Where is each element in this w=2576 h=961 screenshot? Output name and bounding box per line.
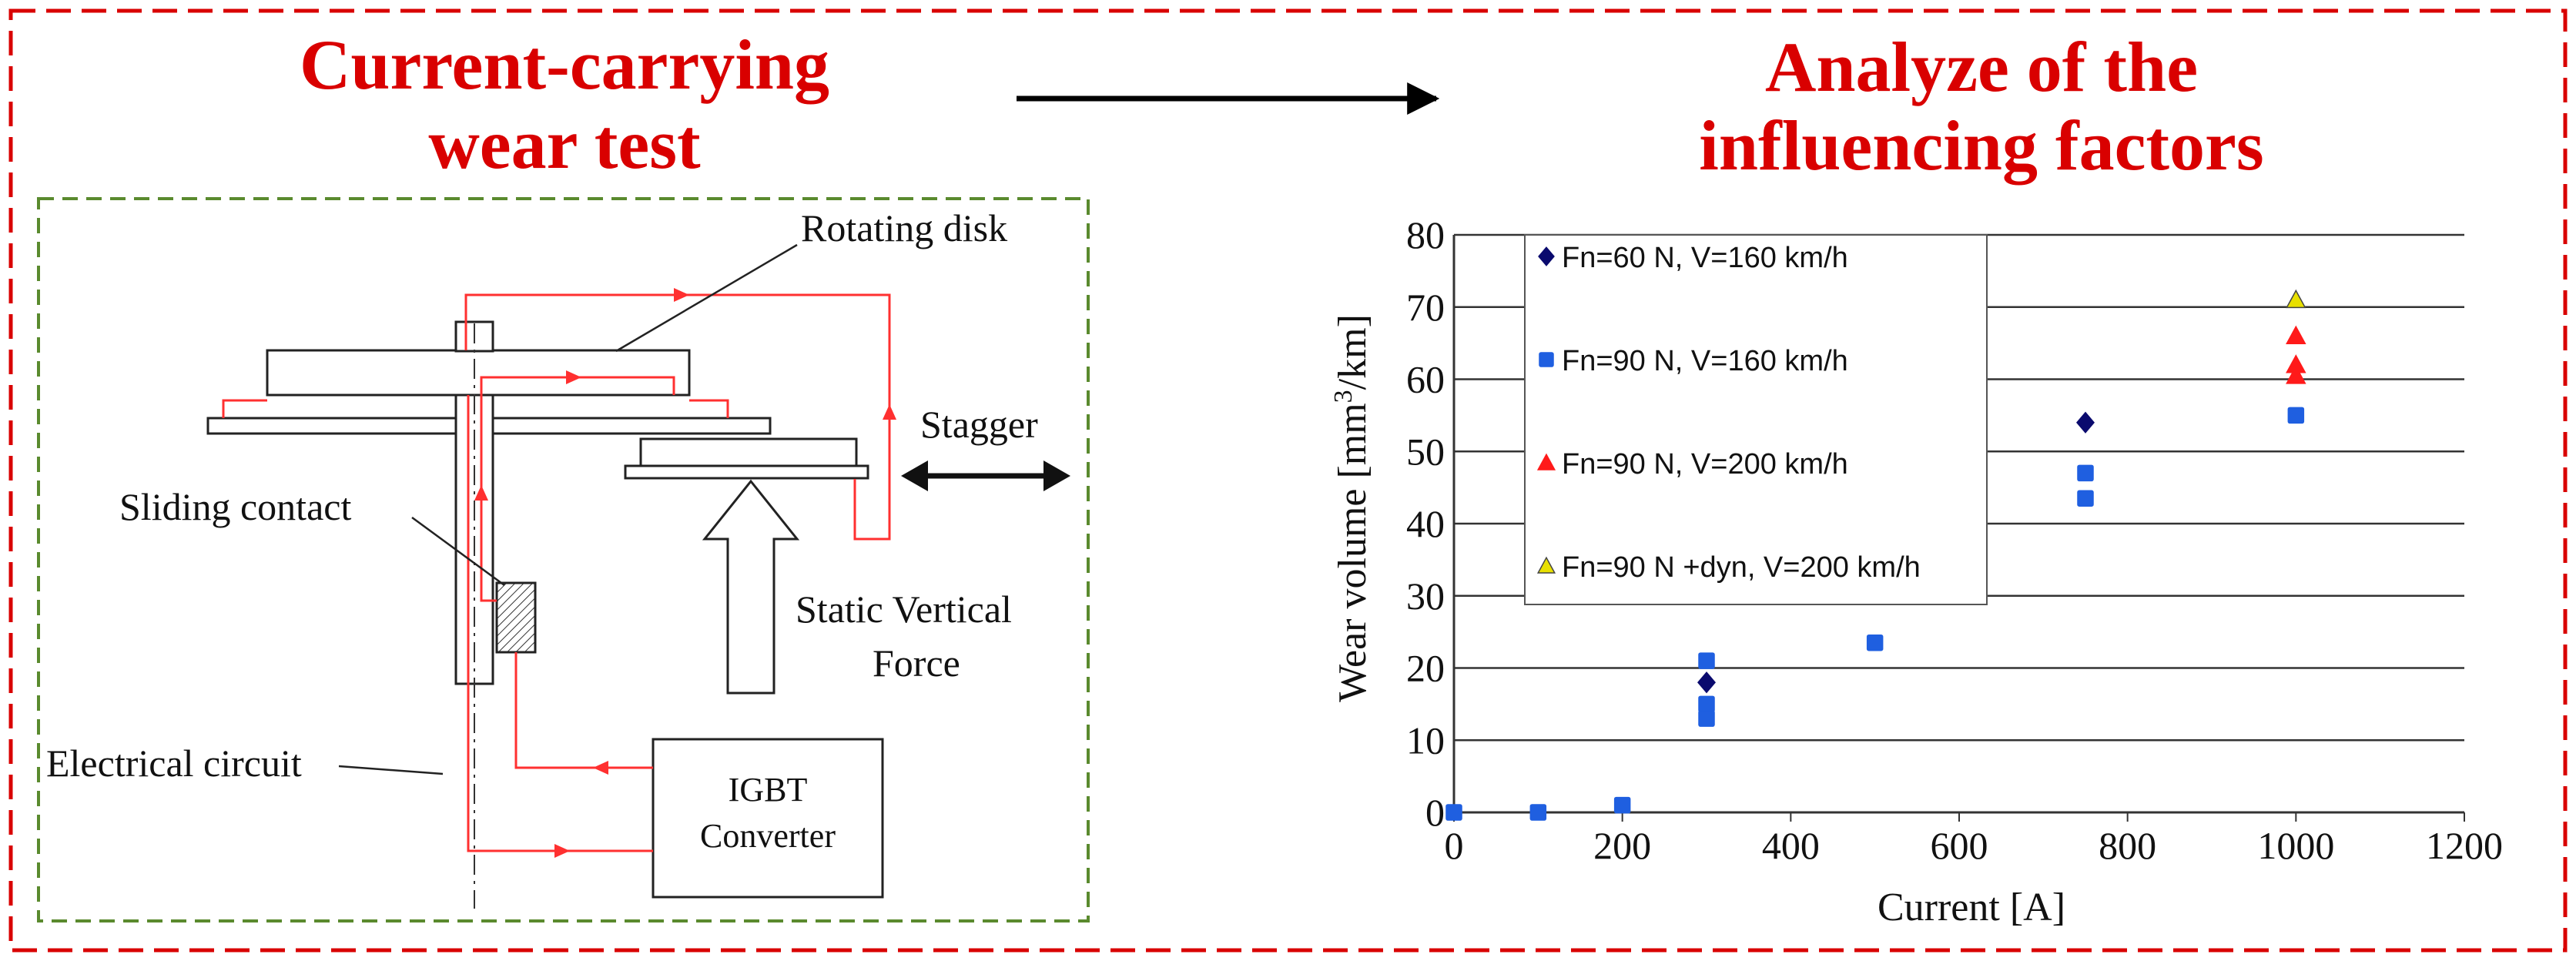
data-point-series-1 [1698, 652, 1715, 669]
legend-entry: Fn=90 N, V=160 km/h [1562, 345, 1848, 377]
rotating-disk-label: Rotating disk [801, 206, 1007, 249]
data-point-series-3 [2286, 289, 2306, 309]
rotating-disk-upper [266, 349, 691, 397]
data-point-series-1 [1529, 804, 1547, 821]
y-tick-label: 50 [1406, 430, 1445, 473]
x-tick-label: 400 [1762, 824, 1820, 867]
legend-entry: Fn=90 N +dyn, V=200 km/h [1562, 551, 1921, 584]
electrical-circuit-label: Electrical circuit [46, 742, 302, 785]
x-tick-label: 1000 [2257, 824, 2334, 867]
legend-marker [1538, 246, 1555, 266]
x-tick-label: 0 [1445, 824, 1464, 867]
data-point-series-0 [2076, 411, 2095, 434]
y-tick-label: 70 [1406, 286, 1445, 329]
data-point-series-2 [2286, 365, 2306, 384]
y-tick-label: 30 [1406, 574, 1445, 618]
points-layer [1445, 289, 2306, 821]
static-force-label-line2: Force [873, 641, 960, 685]
legend-marker [1539, 352, 1554, 367]
apparatus-frame [37, 197, 1090, 922]
legend-entry: Fn=90 N, V=200 km/h [1562, 448, 1848, 480]
x-tick-label: 200 [1593, 824, 1651, 867]
y-label-part1: Wear volume [mm [1331, 403, 1375, 702]
y-tick-label: 80 [1406, 213, 1445, 256]
data-point-series-1 [1866, 634, 1884, 651]
electrical-circuit-leader [338, 765, 444, 775]
sliding-contact-label: Sliding contact [119, 485, 351, 528]
right-heading-line1: Analyze of the [1765, 28, 2198, 106]
data-point-series-1 [2287, 407, 2305, 424]
y-label-part2: /km] [1331, 314, 1375, 390]
x-tick-label: 600 [1931, 824, 1988, 867]
apparatus-schematic [206, 320, 884, 899]
rotating-disk-leader [615, 243, 798, 353]
data-point-series-1 [1445, 804, 1462, 821]
data-point-series-0 [1697, 671, 1716, 694]
y-label-superscript: 3 [1329, 390, 1358, 403]
y-tick-label: 10 [1406, 718, 1445, 762]
sliding-contact-block [495, 581, 537, 654]
outer-frame [8, 8, 2568, 953]
electrical-circuit-lines [222, 293, 891, 852]
stagger-arrow [901, 460, 1070, 491]
legend-marker [1536, 556, 1556, 574]
y-tick-label: 60 [1406, 358, 1445, 401]
right-heading-line2: influencing factors [1699, 106, 2263, 185]
y-axis-label: Wear volume [mm3/km] [1329, 314, 1375, 702]
legend-box [1524, 234, 1988, 605]
y-tick-label: 40 [1406, 502, 1445, 545]
converter-label-line1: IGBT [729, 771, 808, 809]
converter-label-line2: Converter [700, 817, 836, 855]
counter-disk [639, 437, 858, 467]
data-point-series-1 [1613, 796, 1631, 814]
static-force-arrow [702, 479, 800, 695]
x-tick-label: 1200 [2426, 824, 2503, 867]
sliding-contact-leader [411, 516, 505, 587]
y-tick-label: 20 [1406, 647, 1445, 690]
data-point-series-1 [1698, 695, 1715, 713]
circuit-arrowheads [474, 288, 896, 858]
static-force-label-line1: Static Vertical [796, 588, 1012, 631]
x-tick-label: 800 [2099, 824, 2156, 867]
stagger-label: Stagger [920, 403, 1038, 446]
legend-marker [1536, 453, 1556, 470]
x-axis-label: Current [A] [1878, 886, 2065, 929]
counter-disk-plate [624, 464, 869, 480]
legend-entry: Fn=60 N, V=160 km/h [1562, 242, 1848, 274]
legend: Fn=60 N, V=160 km/hFn=90 N, V=160 km/hFn… [1524, 234, 1988, 605]
left-heading-line2: wear test [428, 105, 701, 183]
y-tick-label: 0 [1425, 791, 1445, 834]
data-point-series-1 [2077, 490, 2094, 507]
data-point-series-2 [2286, 325, 2306, 344]
data-point-series-1 [2077, 464, 2094, 482]
left-heading-line1: Current-carrying [300, 25, 829, 104]
data-point-series-1 [1698, 710, 1715, 727]
igbt-converter-box [652, 738, 884, 899]
